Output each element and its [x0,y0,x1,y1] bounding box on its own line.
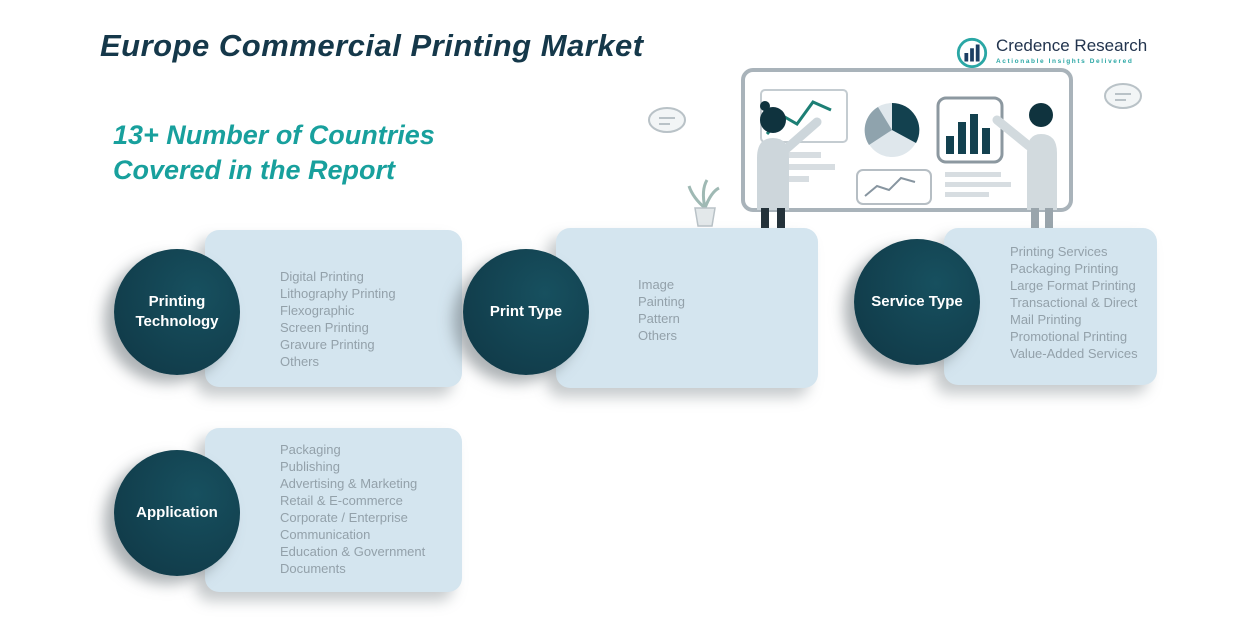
trend-line [864,176,916,197]
segment-label-text: Print Type [489,302,563,320]
text-line [761,152,821,158]
text-line [945,172,1001,177]
trend-box [856,169,932,205]
subtitle-line-1: 13+ Number of Countries [113,120,435,150]
text-line [761,164,835,170]
segment-panel-application [205,428,462,592]
segment-label-print-type: Print Type [463,249,589,375]
speech-bubble-right [1104,83,1142,109]
bar [982,128,990,154]
segment-panel-printing-technology [205,230,462,387]
segment-label-text: Application [136,503,218,521]
logo-company-name: Credence Research [996,36,1148,55]
segment-item: Others [638,328,678,343]
segment-item: Digital Printing [280,269,364,284]
plant [687,179,720,227]
segment-item: Flexographic [280,303,355,318]
pie-slice-dark [892,102,920,143]
segment-item: Painting [638,294,685,309]
page-title: Europe Commercial Printing Market [100,28,644,63]
subtitle-line-2: Covered in the Report [113,155,396,186]
analytics-whiteboard-illustration [648,68,1142,230]
text-line [945,182,1011,187]
segment-item: Lithography Printing [280,286,396,301]
segment-item: Value-Added Services [1010,346,1138,361]
segment-item: Gravure Printing [280,337,375,352]
segment-label-printing-technology: Printing Technology [114,249,240,375]
segment-item: Large Format Printing [1010,278,1136,293]
person-left [757,101,822,230]
segment-item: Corporate / Enterprise Communication [280,510,408,542]
segment-panel-print-type [556,228,818,388]
segment-item: Pattern [638,311,680,326]
credence-logo-icon [956,37,988,69]
segment-item: Education & Government Documents [280,544,426,576]
segment-item: Packaging [280,442,341,457]
segment-item: Packaging Printing [1010,261,1119,276]
credence-research-logo: Credence Research Actionable Insights De… [955,36,1147,70]
segment-item: Publishing [280,459,340,474]
bar [958,122,966,154]
segment-item: Image [638,277,675,292]
text-line [945,192,989,197]
segment-item: Printing Services [1010,244,1108,259]
segment-item: Advertising & Marketing [280,476,418,491]
segment-item: Others [280,354,320,369]
segment-item: Promotional Printing [1010,329,1128,344]
logo-tagline: Actionable Insights Delivered [996,58,1134,65]
bar [946,136,954,154]
segment-label-text: Service Type [871,292,963,310]
report-subtitle: 13+ Number of Countries Covered in the R… [113,118,435,188]
pie-slice-gray [864,107,892,145]
segment-label-application: Application [114,450,240,576]
segment-item: Retail & E-commerce [280,493,403,508]
segment-item: Transactional & Direct Mail Printing [1010,295,1138,327]
speech-bubble-left [648,107,686,133]
segment-item: Screen Printing [280,320,369,335]
segment-label-service-type: Service Type [854,239,980,365]
segment-label-text: Printing Technology [135,292,219,330]
person-right [992,103,1057,230]
bar [970,114,978,154]
